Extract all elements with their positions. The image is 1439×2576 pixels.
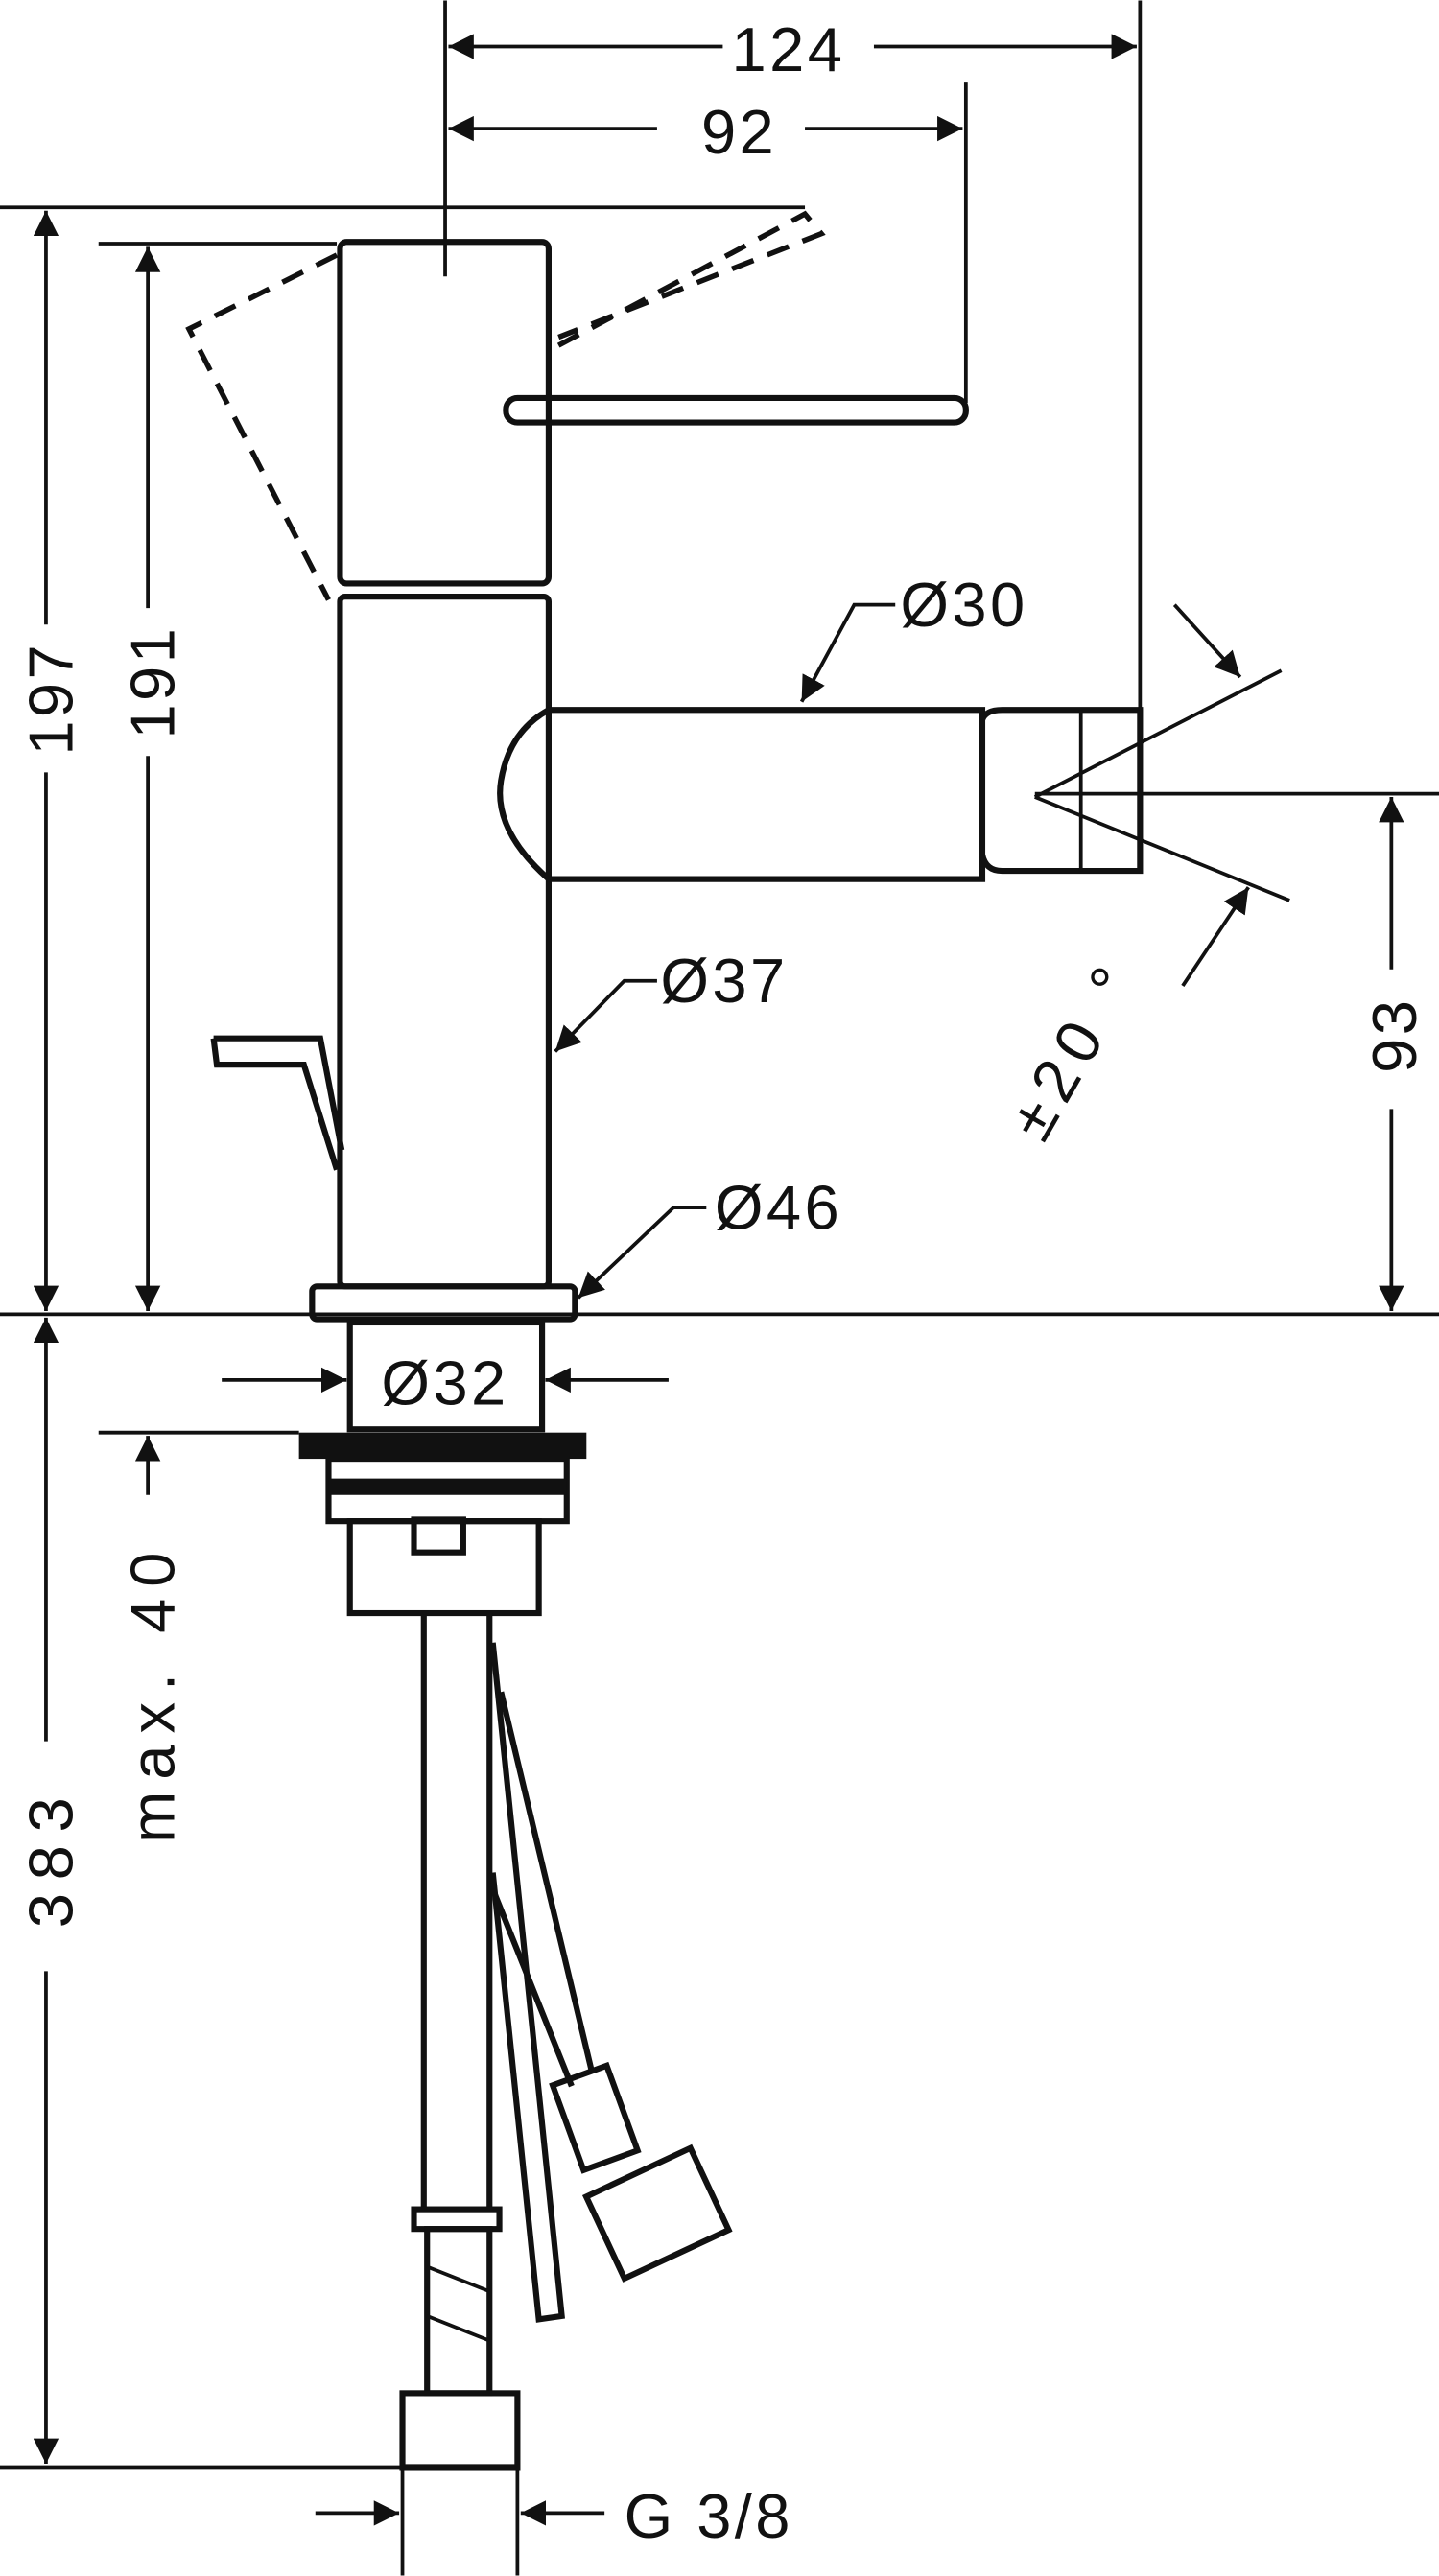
dim-connection-thread: G 3/8 (625, 2481, 793, 2551)
dim-lever-height: 191 (118, 625, 188, 739)
dim-body-diameter: Ø37 (660, 946, 788, 1016)
dimension-lines (33, 34, 1404, 2526)
dim-total-height: 197 (15, 642, 85, 756)
dim-spout-diameter: Ø30 (900, 570, 1027, 640)
dim-overall-reach: 124 (732, 14, 846, 84)
dim-lever-reach: 92 (701, 97, 777, 167)
dim-spout-height: 93 (1359, 997, 1429, 1073)
dim-max-deck-thickness: max. 40 (118, 1541, 188, 1843)
mixer-outline (185, 210, 1144, 2471)
dim-hole-diameter: Ø32 (381, 1348, 508, 1418)
dim-swivel-angle: ±20 ° (995, 947, 1153, 1151)
dim-base-diameter: Ø46 (715, 1172, 842, 1242)
dim-below-deck: 383 (15, 1785, 85, 1929)
